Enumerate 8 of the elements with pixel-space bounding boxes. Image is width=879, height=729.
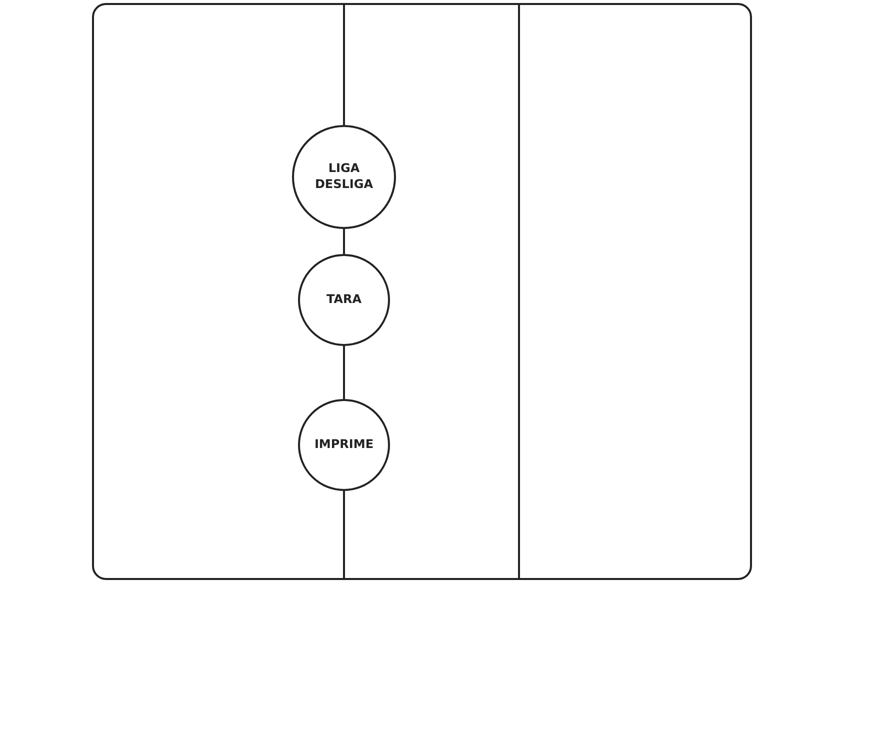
button-label: IMPRIME <box>314 437 374 453</box>
connector-line <box>343 346 345 399</box>
connector-line <box>343 5 345 125</box>
connector-line <box>343 229 345 254</box>
panel-outline <box>92 3 752 580</box>
connector-line <box>343 491 345 580</box>
button-label: LIGA DESLIGA <box>314 161 374 193</box>
button-label: TARA <box>326 292 362 308</box>
